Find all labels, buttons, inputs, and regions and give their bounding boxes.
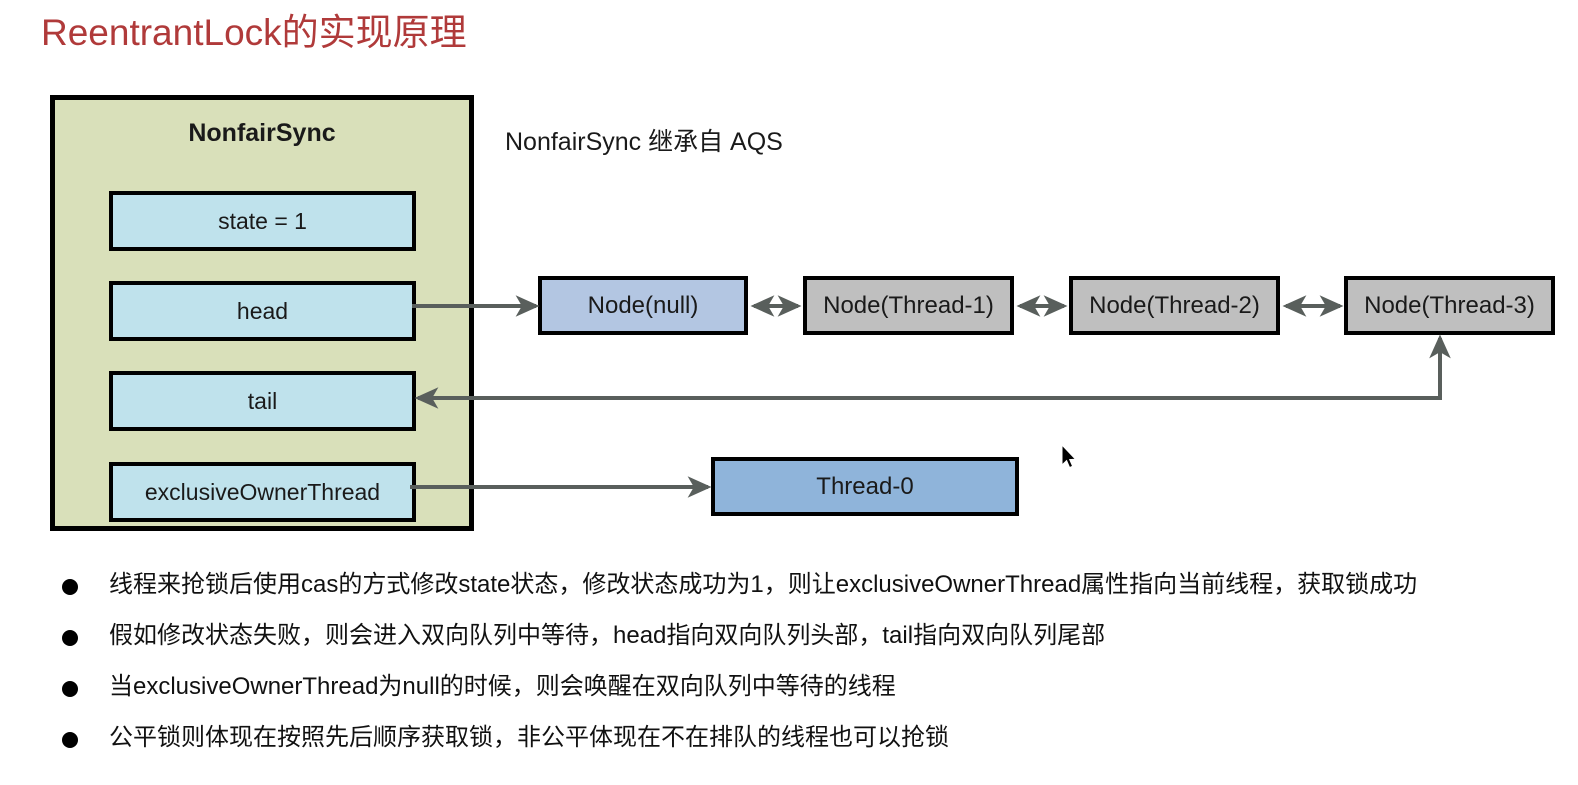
nonfairsync-title: NonfairSync bbox=[188, 119, 336, 147]
queue-node-thread-3: Node(Thread-3) bbox=[1344, 276, 1555, 335]
field-tail: tail bbox=[109, 371, 416, 431]
field-exclusive-owner-thread: exclusiveOwnerThread bbox=[109, 462, 416, 522]
bullet-dot-icon bbox=[62, 630, 78, 646]
bullet-dot-icon bbox=[62, 681, 78, 697]
queue-node-head: Node(null) bbox=[538, 276, 748, 335]
queue-node-thread-2: Node(Thread-2) bbox=[1069, 276, 1280, 335]
mouse-pointer-icon bbox=[1061, 444, 1077, 469]
page-title: ReentrantLock的实现原理 bbox=[41, 12, 467, 53]
field-state: state = 1 bbox=[109, 191, 416, 251]
list-item: 线程来抢锁后使用cas的方式修改state状态，修改状态成功为1，则让exclu… bbox=[62, 568, 1562, 619]
nonfairsync-container: NonfairSync state = 1 head tail exclusiv… bbox=[50, 95, 474, 531]
list-item: 公平锁则体现在按照先后顺序获取锁，非公平体现在不在排队的线程也可以抢锁 bbox=[62, 721, 1562, 772]
bullet-text: 线程来抢锁后使用cas的方式修改state状态，修改状态成功为1，则让exclu… bbox=[109, 571, 1418, 598]
bullet-dot-icon bbox=[62, 732, 78, 748]
arrow-node3-to-tail bbox=[414, 334, 1451, 409]
owner-thread-box: Thread-0 bbox=[711, 457, 1019, 516]
bullet-text: 公平锁则体现在按照先后顺序获取锁，非公平体现在不在排队的线程也可以抢锁 bbox=[109, 724, 949, 751]
bullet-dot-icon bbox=[62, 579, 78, 595]
bullet-list: 线程来抢锁后使用cas的方式修改state状态，修改状态成功为1，则让exclu… bbox=[62, 568, 1562, 772]
queue-node-thread-1: Node(Thread-1) bbox=[803, 276, 1014, 335]
list-item: 当exclusiveOwnerThread为null的时候，则会唤醒在双向队列中… bbox=[62, 670, 1562, 721]
bullet-text: 当exclusiveOwnerThread为null的时候，则会唤醒在双向队列中… bbox=[109, 673, 896, 700]
inheritance-caption: NonfairSync 继承自 AQS bbox=[505, 128, 783, 156]
field-head: head bbox=[109, 281, 416, 341]
bullet-text: 假如修改状态失败，则会进入双向队列中等待，head指向双向队列头部，tail指向… bbox=[109, 622, 1106, 649]
list-item: 假如修改状态失败，则会进入双向队列中等待，head指向双向队列头部，tail指向… bbox=[62, 619, 1562, 670]
